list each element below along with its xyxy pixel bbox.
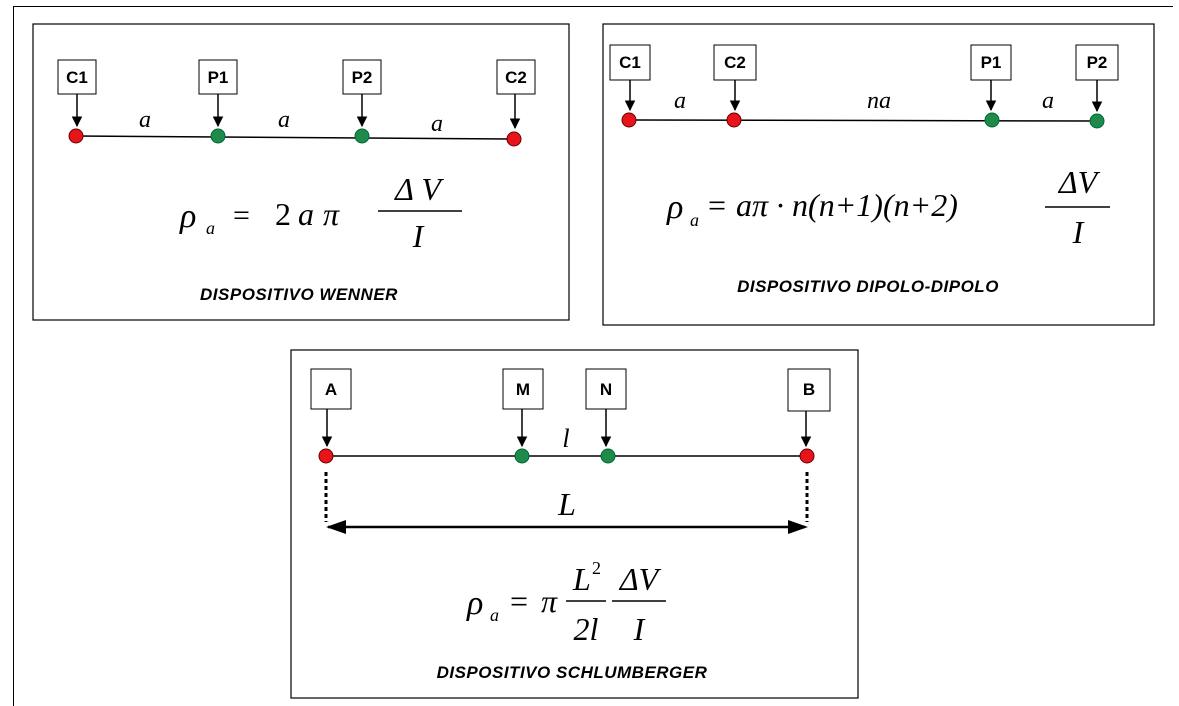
wenner-electrode-label-p1: P1	[208, 68, 229, 87]
dipole-electrode-box-c2	[713, 44, 757, 81]
dipole-potential-electrode-p1	[984, 112, 1000, 128]
frame-left-border	[13, 6, 14, 706]
schlumberger-formula-denominator-1: 2l	[574, 611, 599, 647]
schlumberger-panel: A M N B l L ρ a = π L 2	[290, 349, 859, 699]
schlumberger-dimension-arrow-left	[326, 520, 346, 534]
dipole-panel-border	[602, 23, 1155, 326]
wenner-formula-denominator: I	[412, 218, 425, 254]
dipole-electrode-box-p1	[970, 44, 1012, 81]
schlumberger-formula-pi: π	[541, 583, 558, 619]
schlumberger-caption: DISPOSITIVO SCHLUMBERGER	[437, 663, 708, 682]
wenner-formula-coef: 2	[275, 196, 291, 232]
dipole-potential-electrode-p2	[1089, 113, 1105, 129]
schlumberger-current-electrode-a	[318, 448, 334, 464]
wenner-potential-electrode-p2	[354, 128, 370, 144]
wenner-electrode-label-c2: C2	[505, 68, 527, 87]
schlumberger-potential-electrode-n	[600, 448, 616, 464]
dipole-electrode-label-p2: P2	[1087, 53, 1108, 72]
wenner-formula-rho: ρ	[179, 198, 196, 235]
wenner-formula: ρ a = 2 a π Δ V I	[179, 171, 462, 254]
schlumberger-formula-rho-sub: a	[490, 605, 499, 625]
wenner-potential-electrode-p1	[210, 128, 226, 144]
wenner-spacing-1: a	[139, 107, 151, 133]
dipole-spacing-2: na	[867, 88, 891, 114]
schlumberger-formula-denominator-2: I	[633, 611, 646, 647]
schlumberger-electrode-label-n: N	[600, 380, 612, 399]
schlumberger-electrode-label-b: B	[803, 380, 815, 399]
wenner-current-electrode-c2	[506, 131, 522, 147]
frame-top-border	[13, 6, 1173, 7]
dipole-formula-body: aπ · n(n+1)(n+2)	[736, 187, 958, 223]
schlumberger-formula-rho: ρ	[466, 585, 483, 622]
dipole-current-electrode-c2	[726, 112, 742, 128]
wenner-panel: C1 P1 P2 C2 a a a ρ a = 2 a π Δ V	[32, 23, 570, 321]
wenner-survey-line	[75, 135, 515, 140]
dipole-formula: ρ a = aπ · n(n+1)(n+2) ΔV I	[666, 164, 1110, 250]
dipole-spacing-3: a	[1042, 88, 1054, 114]
wenner-formula-equals: =	[233, 199, 250, 232]
schlumberger-formula: ρ a = π L 2 2l ΔV I	[466, 558, 666, 647]
schlumberger-formula-numerator-2: ΔV	[618, 561, 662, 597]
schlumberger-electrode-box-a	[310, 368, 352, 410]
schlumberger-formula-numerator-1: L	[572, 561, 591, 597]
dipole-current-electrode-c1	[621, 112, 637, 128]
schlumberger-electrode-label-a: A	[325, 380, 337, 399]
dipole-electrode-label-c1: C1	[619, 53, 641, 72]
schlumberger-current-electrode-b	[799, 448, 815, 464]
dipole-dipole-panel: C1 C2 P1 P2 a na a ρ a = aπ · n(n+1)(n+2…	[602, 23, 1155, 326]
dipole-formula-denominator: I	[1072, 214, 1085, 250]
wenner-electrode-label-c1: C1	[66, 68, 88, 87]
schlumberger-dimension-arrow-right	[788, 520, 808, 534]
dipole-electrode-box-p2	[1075, 44, 1119, 81]
dipole-survey-line	[628, 119, 1098, 122]
wenner-spacing-2: a	[278, 107, 290, 133]
schlumberger-formula-equals: =	[510, 583, 528, 619]
dipole-electrode-label-c2: C2	[724, 53, 746, 72]
dipole-spacing-1: a	[674, 88, 686, 114]
wenner-formula-rho-sub: a	[206, 218, 215, 238]
wenner-current-electrode-c1	[68, 128, 84, 144]
schlumberger-potential-electrode-m	[514, 448, 530, 464]
schlumberger-electrode-box-b	[787, 368, 831, 412]
wenner-formula-a: a	[298, 196, 314, 232]
schlumberger-panel-border	[290, 349, 859, 699]
schlumberger-outer-spacing: L	[557, 486, 576, 522]
dipole-formula-rho: ρ	[666, 189, 683, 226]
wenner-panel-border	[32, 23, 570, 321]
schlumberger-electrode-box-m	[502, 368, 544, 410]
wenner-formula-numerator: Δ V	[393, 171, 444, 207]
wenner-electrode-box-c2	[496, 59, 536, 95]
wenner-spacing-3: a	[431, 111, 443, 137]
wenner-formula-pi: π	[323, 196, 340, 232]
wenner-caption: DISPOSITIVO WENNER	[200, 285, 398, 304]
wenner-electrode-label-p2: P2	[352, 68, 373, 87]
schlumberger-inner-spacing: l	[562, 424, 569, 453]
dipole-caption: DISPOSITIVO DIPOLO-DIPOLO	[737, 277, 999, 296]
dipole-formula-equals: =	[708, 187, 726, 223]
dipole-formula-rho-sub: a	[690, 210, 699, 230]
dipole-formula-numerator: ΔV	[1057, 164, 1101, 200]
wenner-electrode-box-c1	[57, 59, 97, 95]
dipole-electrode-label-p1: P1	[981, 53, 1002, 72]
schlumberger-formula-numerator-1-sup: 2	[592, 558, 601, 578]
schlumberger-electrode-label-m: M	[516, 380, 530, 399]
